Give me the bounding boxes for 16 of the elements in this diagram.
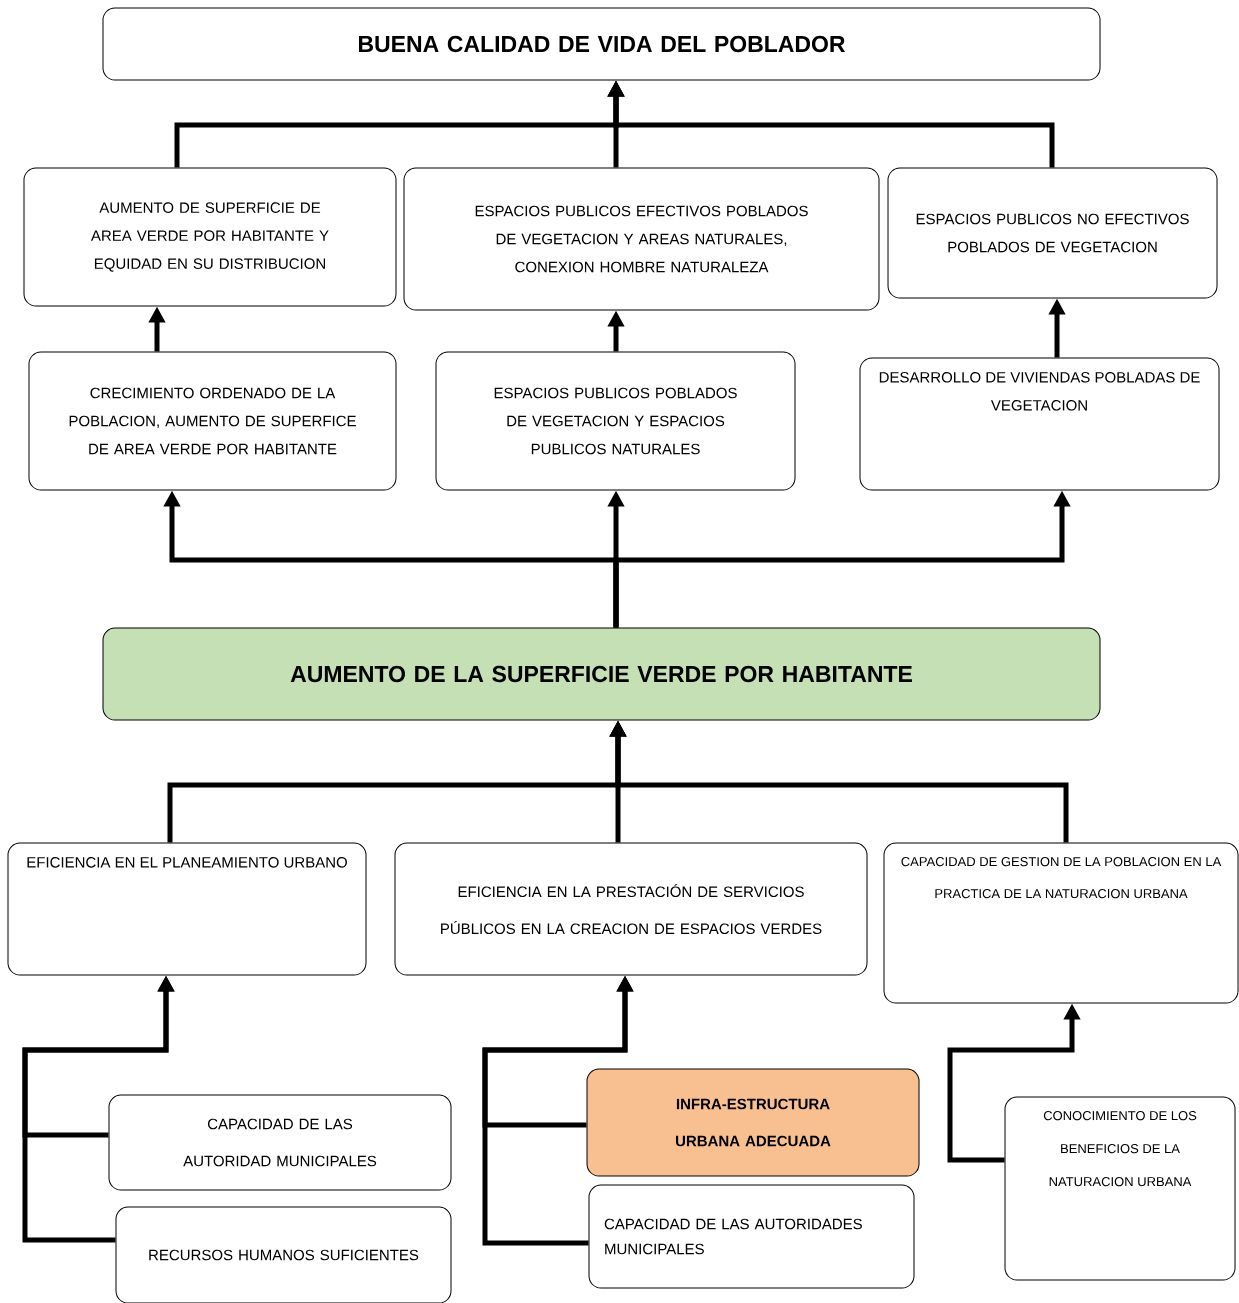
effect-box: CRECIMIENTO ORDENADO DE LA POBLACION, AUMENTO DE SUPERFICE DE AREA VERDE POR HABITANTE [28, 351, 397, 491]
effect-box: ESPACIOS PUBLICOS NO EFECTIVOS POBLADOS DE VEGETACION [887, 167, 1218, 299]
cause-box: RECURSOS HUMANOS SUFICIENTES [115, 1206, 452, 1303]
cause-box: EFICIENCIA EN EL PLANEAMIENTO URBANO [7, 842, 367, 976]
effect-box: ESPACIOS PUBLICOS EFECTIVOS POBLADOS DE VEGETACION Y AREAS NATURALES, CONEXION HOMBRE NATURALEZA [403, 167, 880, 311]
central-problem-box: AUMENTO DE LA SUPERFICIE VERDE POR HABITANTE [102, 627, 1101, 721]
cause-box: CAPACIDAD DE LAS AUTORIDAD MUNICIPALES [108, 1094, 452, 1191]
effect-box: AUMENTO DE SUPERFICIE DE AREA VERDE POR HABITANTE Y EQUIDAD EN SU DISTRIBUCION [23, 167, 397, 307]
cause-box: EFICIENCIA EN LA PRESTACIÓN DE SERVICIOS PÚBLICOS EN LA CREACION DE ESPACIOS VERDES [394, 842, 868, 976]
highlighted-cause-box: INFRA-ESTRUCTURA URBANA ADECUADA [586, 1068, 920, 1177]
cause-box: CAPACIDAD DE GESTION DE LA POBLACION EN LA PRACTICA DE LA NATURACION URBANA [883, 842, 1239, 1004]
cause-box: CAPACIDAD DE LAS AUTORIDADES MUNICIPALES [588, 1184, 915, 1289]
cause-box: CONOCIMIENTO DE LOS BENEFICIOS DE LA NATURACION URBANA [1004, 1096, 1236, 1281]
title-box: BUENA CALIDAD DE VIDA DEL POBLADOR [102, 7, 1101, 81]
effect-box: DESARROLLO DE VIVIENDAS POBLADAS DE VEGETACION [859, 357, 1220, 491]
effect-box: ESPACIOS PUBLICOS POBLADOS DE VEGETACION Y ESPACIOS PUBLICOS NATURALES [435, 351, 796, 491]
